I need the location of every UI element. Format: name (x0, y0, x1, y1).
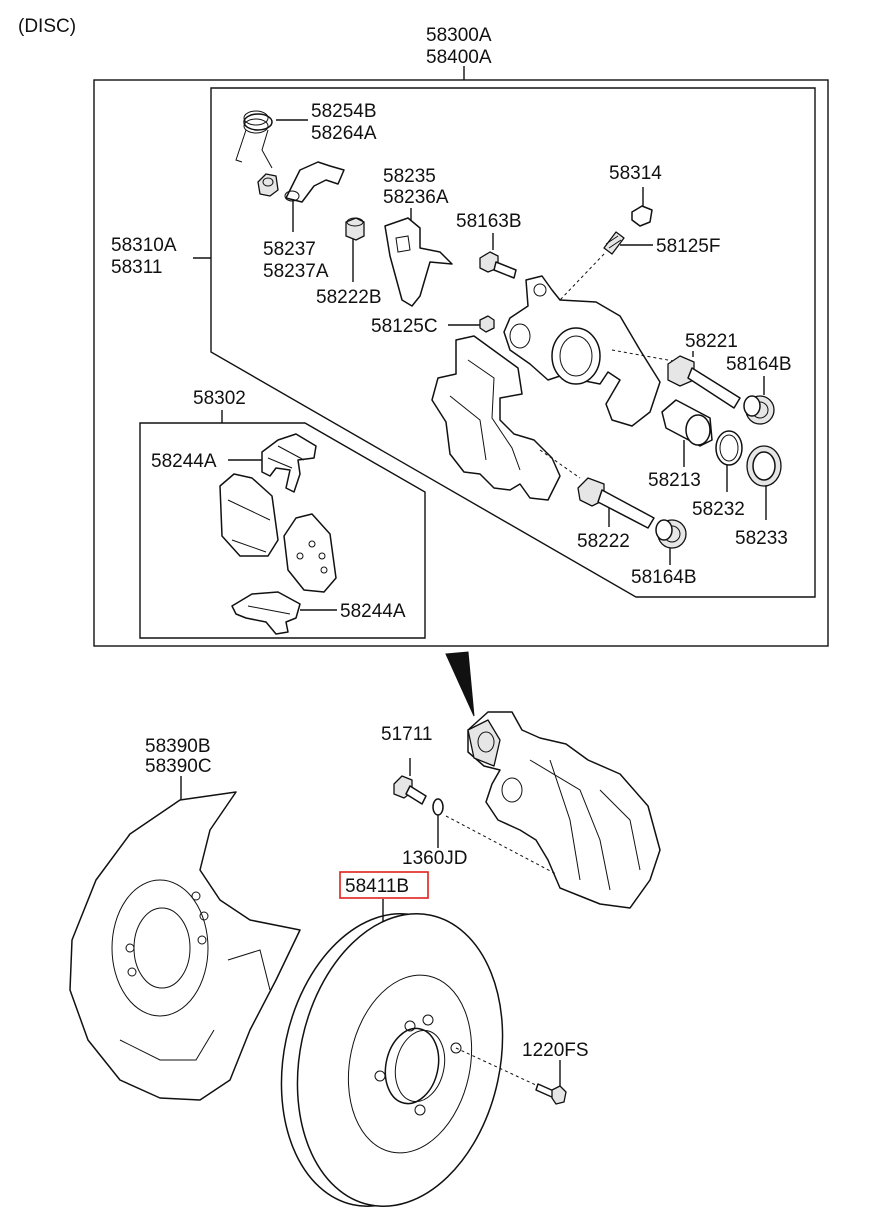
bushing-part (345, 217, 365, 241)
piston-seal-inner (719, 434, 739, 462)
sensor-clip-part (384, 217, 453, 307)
label-58411B[interactable]: 58411B (345, 876, 409, 897)
label-58125F[interactable]: 58125F (656, 236, 720, 257)
mount-bolt-part (393, 758, 427, 805)
pad-kit-frame (139, 422, 426, 639)
nut-part (257, 173, 279, 197)
label-58311[interactable]: 58311 (111, 257, 162, 278)
label-58264A[interactable]: 58264A (311, 123, 377, 144)
top-bolt-part (479, 251, 517, 279)
label-58125C[interactable]: 58125C (371, 316, 438, 337)
dust-cover-part (69, 776, 301, 1101)
label-58314[interactable]: 58314 (609, 163, 662, 184)
highlight-box (339, 871, 429, 899)
upper-guide-pin-part (667, 355, 741, 409)
lower-guide-pin-part (577, 477, 655, 529)
label-58164B-lower[interactable]: 58164B (631, 567, 697, 588)
label-51711[interactable]: 51711 (381, 724, 432, 745)
piston-boot-inner (752, 451, 776, 481)
label-58236A[interactable]: 58236A (383, 187, 449, 208)
label-58235[interactable]: 58235 (383, 166, 436, 187)
pointer-arrow-shape (445, 651, 475, 717)
label-58233[interactable]: 58233 (735, 528, 788, 549)
caliper-assembly-frame (93, 79, 829, 647)
caliper-bracket-part (431, 335, 581, 501)
label-58232[interactable]: 58232 (692, 499, 745, 520)
label-58164B-upper[interactable]: 58164B (726, 354, 792, 375)
label-58390C[interactable]: 58390C (145, 756, 212, 777)
upper-boot-part (743, 395, 775, 425)
disc-screw-part (455, 1047, 567, 1105)
label-1220FS[interactable]: 1220FS (522, 1040, 589, 1061)
label-58390B[interactable]: 58390B (145, 736, 211, 757)
section-title: (DISC) (18, 16, 76, 37)
upper-shim-part (261, 433, 317, 493)
caliper-body-part (503, 275, 691, 427)
washer-part (432, 798, 444, 816)
small-bleeder-part (479, 315, 495, 333)
lower-shim-part (231, 591, 301, 635)
label-58254B[interactable]: 58254B (311, 101, 377, 122)
lower-boot-part (655, 519, 687, 549)
bracket-clip-part (284, 161, 345, 203)
label-58163B[interactable]: 58163B (456, 211, 522, 232)
label-58237[interactable]: 58237 (263, 239, 316, 260)
label-58400A[interactable]: 58400A (426, 47, 492, 68)
label-58237A[interactable]: 58237A (263, 261, 329, 282)
bleeder-part (559, 231, 625, 301)
assembled-caliper-part (445, 711, 661, 909)
label-58222[interactable]: 58222 (577, 531, 630, 552)
label-58213[interactable]: 58213 (648, 470, 701, 491)
label-58302[interactable]: 58302 (193, 388, 246, 409)
label-1360JD[interactable]: 1360JD (402, 848, 468, 869)
caliper-body-frame (210, 87, 816, 598)
cap-part (631, 205, 653, 227)
brake-disc-part (280, 899, 504, 1208)
label-58310A[interactable]: 58310A (111, 235, 177, 256)
label-58244A-upper[interactable]: 58244A (151, 451, 217, 472)
brake-pad-inner-part (219, 473, 279, 557)
label-58244A-lower[interactable]: 58244A (340, 601, 406, 622)
piston-part (661, 399, 713, 447)
label-58221[interactable]: 58221 (685, 331, 738, 352)
brake-pad-outer-part (283, 513, 337, 593)
spring-part (235, 110, 273, 169)
label-58222B[interactable]: 58222B (316, 287, 382, 308)
label-58300A[interactable]: 58300A (426, 25, 492, 46)
